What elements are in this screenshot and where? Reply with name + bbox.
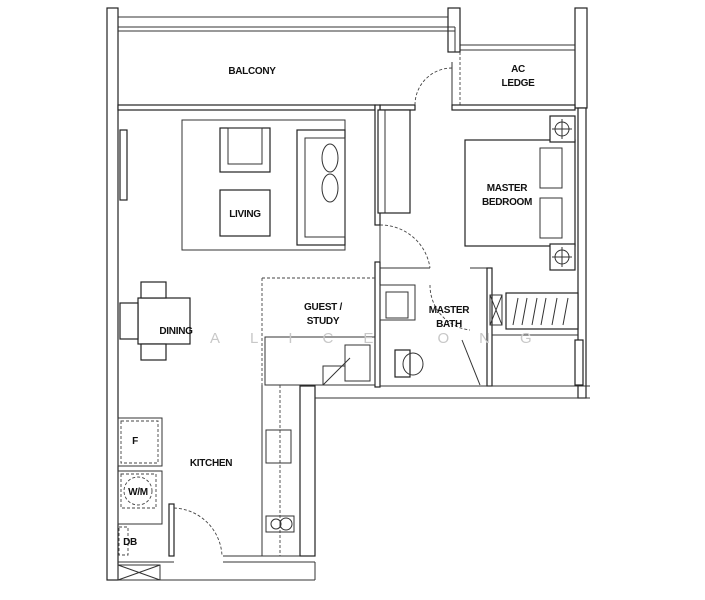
label-guest-study-1: GUEST / bbox=[304, 302, 342, 313]
label-master-bath-2: BATH bbox=[436, 319, 462, 330]
window-living bbox=[119, 129, 128, 201]
window-bath bbox=[574, 339, 584, 386]
label-kitchen: KITCHEN bbox=[190, 458, 232, 469]
watermark: ALICE ONG bbox=[210, 330, 562, 347]
label-ac-ledge-1: AC bbox=[511, 64, 525, 75]
label-living: LIVING bbox=[229, 209, 261, 220]
label-fridge: F bbox=[132, 436, 138, 447]
label-master-bedroom-1: MASTER bbox=[487, 183, 529, 194]
study-furniture bbox=[261, 277, 376, 386]
kitchen-fixtures bbox=[117, 385, 295, 581]
label-master-bedroom-2: BEDROOM bbox=[482, 197, 532, 208]
label-washing-machine: W/M bbox=[128, 487, 148, 498]
label-balcony: BALCONY bbox=[228, 66, 276, 77]
label-master-bath-1: MASTER bbox=[429, 305, 471, 316]
label-ac-ledge-2: LEDGE bbox=[502, 78, 536, 89]
dining-table bbox=[119, 281, 191, 361]
label-dining: DINING bbox=[159, 326, 193, 337]
label-guest-study-2: STUDY bbox=[307, 316, 340, 327]
bath-fixtures bbox=[379, 284, 579, 386]
living-furniture bbox=[181, 109, 411, 251]
label-db: DB bbox=[123, 537, 137, 548]
doors bbox=[173, 67, 471, 557]
bed bbox=[464, 115, 576, 271]
